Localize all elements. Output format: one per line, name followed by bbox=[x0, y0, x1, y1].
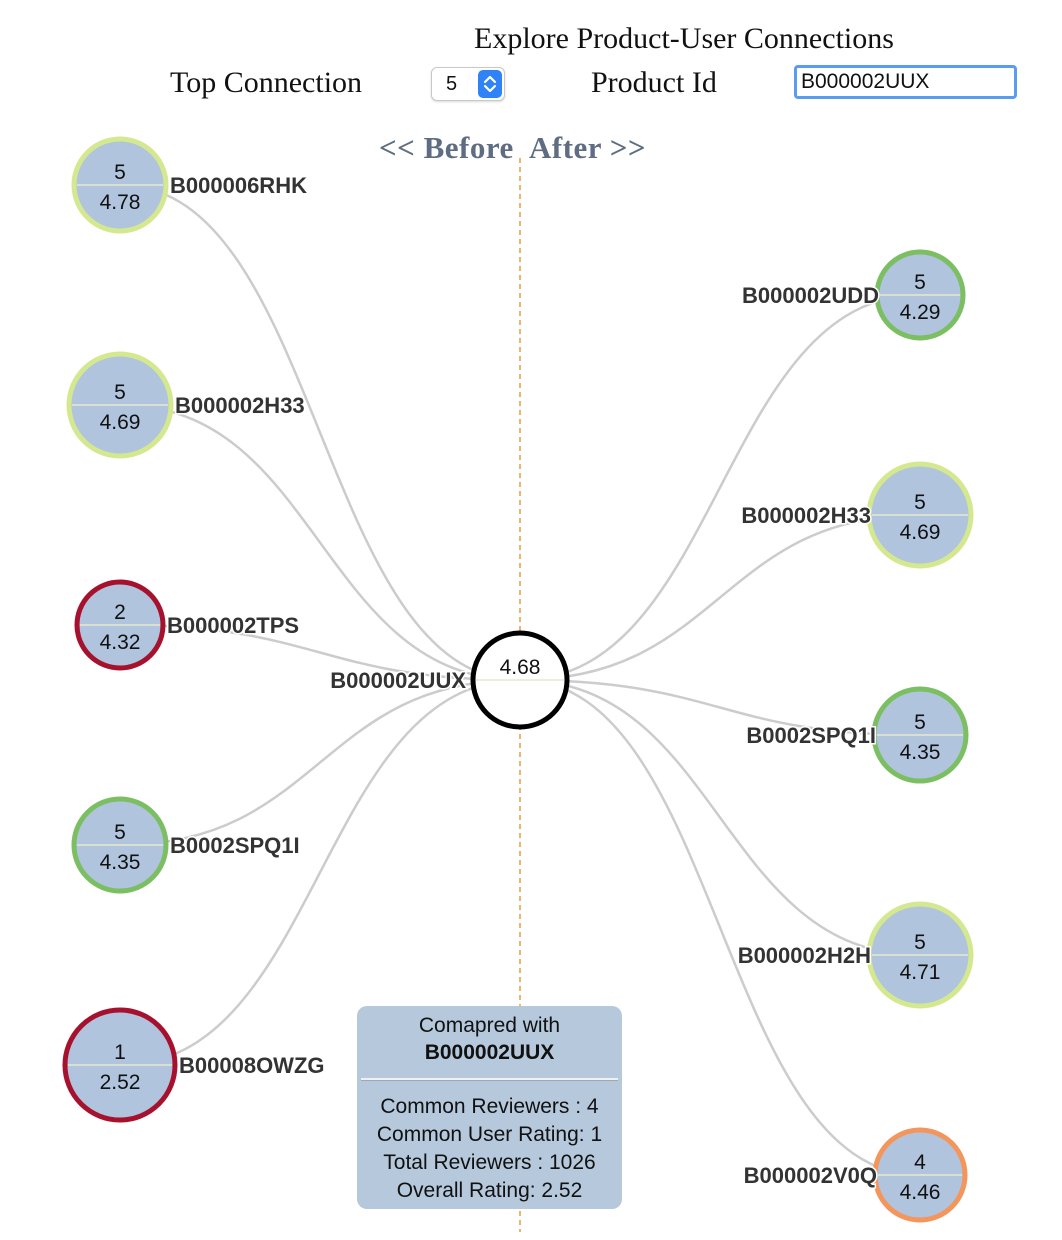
before-link-3 bbox=[119, 678, 521, 847]
product-id-input[interactable] bbox=[794, 65, 1017, 99]
before-link-4 bbox=[119, 678, 521, 1067]
chevron-updown-icon[interactable] bbox=[478, 70, 502, 98]
after-node-3[interactable]: 5 4.71 B000002H2H bbox=[736, 901, 974, 1009]
after-node-rating: 4.29 bbox=[900, 301, 941, 324]
after-node-count: 4 bbox=[914, 1151, 926, 1174]
before-node-rating: 4.69 bbox=[100, 411, 141, 434]
after-node-count: 5 bbox=[914, 931, 926, 954]
after-node-rating: 4.35 bbox=[900, 741, 941, 764]
after-node-count: 5 bbox=[914, 491, 926, 514]
tooltip-common-reviewers: Common Reviewers : 4 bbox=[380, 1095, 599, 1118]
tooltip-heading: Comapred with bbox=[418, 1014, 561, 1037]
tooltip-overall-rating: Overall Rating: 2.52 bbox=[396, 1179, 583, 1202]
top-connection-select[interactable]: 5 bbox=[431, 67, 505, 101]
before-link-2 bbox=[119, 623, 521, 682]
after-node-label: B000002H33 bbox=[741, 503, 871, 528]
after-node-rating: 4.69 bbox=[900, 521, 941, 544]
top-connection-value: 5 bbox=[446, 73, 458, 95]
before-node-0[interactable]: 5 4.78 B000006RHK bbox=[71, 136, 309, 234]
before-node-count: 5 bbox=[114, 161, 126, 184]
after-node-2[interactable]: 5 4.35 B0002SPQ1I bbox=[745, 686, 969, 784]
before-node-count: 2 bbox=[114, 601, 126, 624]
after-node-count: 5 bbox=[914, 711, 926, 734]
before-node-1[interactable]: 5 4.69 B000002H33 bbox=[66, 351, 306, 459]
before-node-rating: 2.52 bbox=[100, 1071, 141, 1094]
before-node-rating: 4.78 bbox=[100, 191, 141, 214]
before-node-label: B000002H33 bbox=[175, 393, 305, 418]
before-node-count: 1 bbox=[114, 1041, 126, 1064]
before-link-1 bbox=[119, 403, 521, 682]
before-node-label: B000006RHK bbox=[170, 173, 307, 198]
after-node-label: B000002H2H bbox=[738, 943, 871, 968]
product-id-label: Product Id bbox=[591, 66, 717, 99]
before-node-label: B0002SPQ1I bbox=[170, 833, 300, 858]
after-side-label: After >> bbox=[529, 130, 647, 165]
after-link-2 bbox=[519, 678, 921, 737]
center-node-label: B000002UUX bbox=[330, 668, 466, 693]
comparison-tooltip: Comapred with B000002UUX Common Reviewer… bbox=[357, 1006, 622, 1209]
tooltip-product: B000002UUX bbox=[424, 1041, 555, 1064]
before-node-2[interactable]: 2 4.32 B000002TPS bbox=[74, 579, 301, 671]
after-node-label: B000002UDD bbox=[742, 283, 879, 308]
before-node-rating: 4.35 bbox=[100, 851, 141, 874]
before-node-count: 5 bbox=[114, 821, 126, 844]
after-node-4[interactable]: 4 4.46 B000002V0Q bbox=[742, 1127, 968, 1223]
after-node-count: 5 bbox=[914, 271, 926, 294]
after-node-label: B000002V0Q bbox=[744, 1163, 877, 1188]
tooltip-common-user-rating: Common User Rating: 1 bbox=[376, 1123, 603, 1146]
before-node-count: 5 bbox=[114, 381, 126, 404]
after-node-label: B0002SPQ1I bbox=[746, 723, 876, 748]
after-link-4 bbox=[519, 678, 921, 1177]
before-link-0 bbox=[119, 183, 521, 682]
before-node-rating: 4.32 bbox=[100, 631, 141, 654]
after-link-1 bbox=[519, 513, 921, 682]
after-node-1[interactable]: 5 4.69 B000002H33 bbox=[740, 461, 974, 569]
before-node-3[interactable]: 5 4.35 B0002SPQ1I bbox=[71, 796, 301, 894]
after-link-0 bbox=[519, 293, 921, 682]
before-side-label: << Before bbox=[379, 130, 514, 165]
top-connection-label: Top Connection bbox=[170, 66, 363, 99]
before-node-4[interactable]: 1 2.52 B00008OWZG bbox=[62, 1007, 326, 1123]
before-node-label: B000002TPS bbox=[167, 613, 299, 638]
page-title: Explore Product-User Connections bbox=[474, 22, 894, 55]
tooltip-divider bbox=[361, 1078, 618, 1081]
center-node-rating: 4.68 bbox=[500, 656, 541, 679]
before-node-label: B00008OWZG bbox=[179, 1053, 325, 1078]
after-node-0[interactable]: 5 4.29 B000002UDD bbox=[741, 249, 966, 341]
after-node-rating: 4.71 bbox=[900, 961, 941, 984]
after-link-3 bbox=[519, 678, 921, 957]
after-node-rating: 4.46 bbox=[900, 1181, 941, 1204]
tooltip-total-reviewers: Total Reviewers : 1026 bbox=[383, 1151, 596, 1174]
